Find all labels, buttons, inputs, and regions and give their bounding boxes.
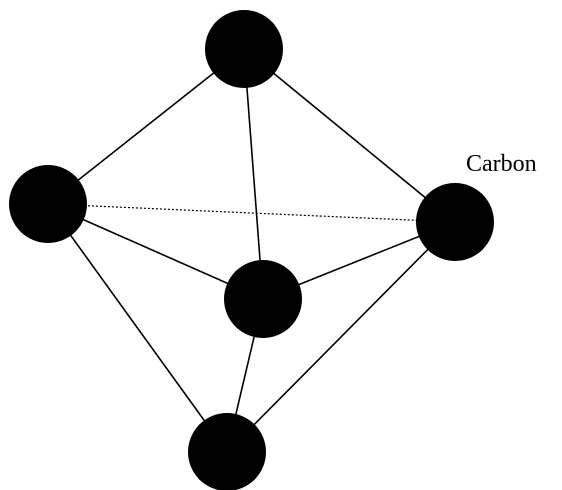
bond-left-bottom (47, 203, 228, 453)
bond-top-front (243, 48, 264, 300)
bond-right-bottom (226, 221, 456, 453)
atom-front (224, 260, 302, 338)
atom-bottom (188, 413, 266, 490)
atom-right-carbon (416, 183, 494, 261)
carbon-label: Carbon (466, 151, 537, 177)
atom-left (9, 165, 87, 243)
bond-left-front (47, 203, 264, 300)
bond-top-right (243, 48, 456, 223)
atom-top (205, 10, 283, 88)
back-edge-dotted (47, 203, 456, 223)
bond-top-left (47, 48, 245, 205)
